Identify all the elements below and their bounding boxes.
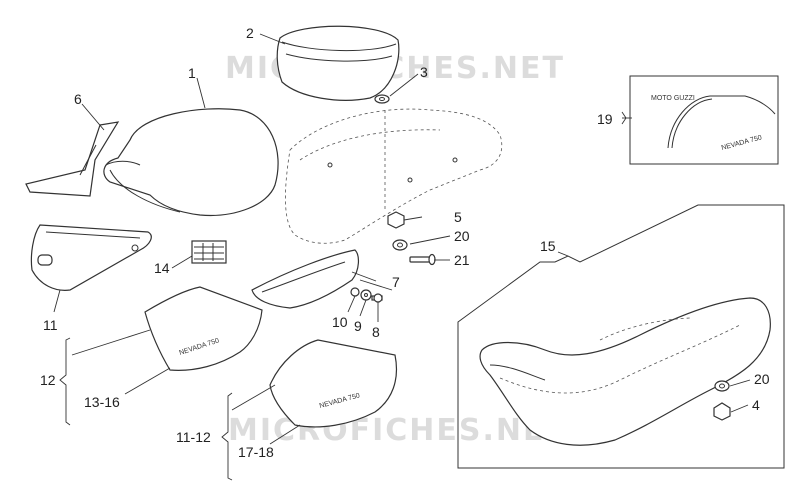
part-bracket-7: [251, 249, 359, 309]
callout-17-18: 17-18: [238, 444, 274, 460]
part-decal-box-19: MOTO GUZZI NEVADA 750: [629, 75, 779, 165]
callout-20-top: 20: [454, 228, 470, 244]
callout-8: 8: [372, 324, 380, 340]
callout-2: 2: [246, 25, 254, 41]
part-passenger-pad: [276, 25, 400, 101]
callout-15: 15: [540, 238, 556, 254]
decal-nevada-3: NEVADA 750: [721, 134, 763, 152]
part-rear-fender: [285, 108, 503, 244]
part-fastener-8: [371, 293, 383, 303]
part-label-14: [191, 240, 227, 264]
callout-21: 21: [454, 252, 470, 268]
callout-10: 10: [332, 314, 348, 330]
part-washer-20: [392, 239, 408, 251]
callout-3: 3: [420, 64, 428, 80]
callout-19: 19: [597, 111, 613, 127]
part-fastener-9: [360, 289, 372, 301]
callout-9: 9: [354, 318, 362, 334]
part-nut-5: [387, 211, 405, 229]
callout-1: 1: [188, 65, 196, 81]
callout-7: 7: [392, 274, 400, 290]
callout-13-16: 13-16: [84, 394, 120, 410]
leader-lines: [53, 33, 751, 481]
callout-5: 5: [454, 209, 462, 225]
decal-brand: MOTO GUZZI: [651, 95, 695, 102]
part-side-cover-left: NEVADA 750: [144, 286, 263, 371]
part-bracket-6: [25, 121, 120, 197]
part-rider-seat: [103, 108, 279, 217]
part-side-panel-11: [30, 224, 152, 291]
part-washer-3: [374, 94, 390, 104]
part-washer-20-lower: [714, 380, 730, 392]
callout-11: 11: [43, 317, 58, 333]
part-nut-4: [713, 402, 731, 421]
callout-20-lower: 20: [754, 371, 770, 387]
callout-12: 12: [40, 372, 56, 388]
callout-14: 14: [154, 260, 170, 276]
part-fastener-10: [350, 287, 360, 297]
callout-4: 4: [752, 397, 760, 413]
callout-6: 6: [74, 91, 82, 107]
part-screw-21: [409, 253, 436, 266]
part-seat-box-15: [457, 204, 785, 469]
watermark-bottom: MICROFICHES.NET: [228, 413, 568, 448]
callout-11-12: 11-12: [176, 429, 211, 445]
part-side-cover-right: NEVADA 750: [269, 339, 398, 428]
